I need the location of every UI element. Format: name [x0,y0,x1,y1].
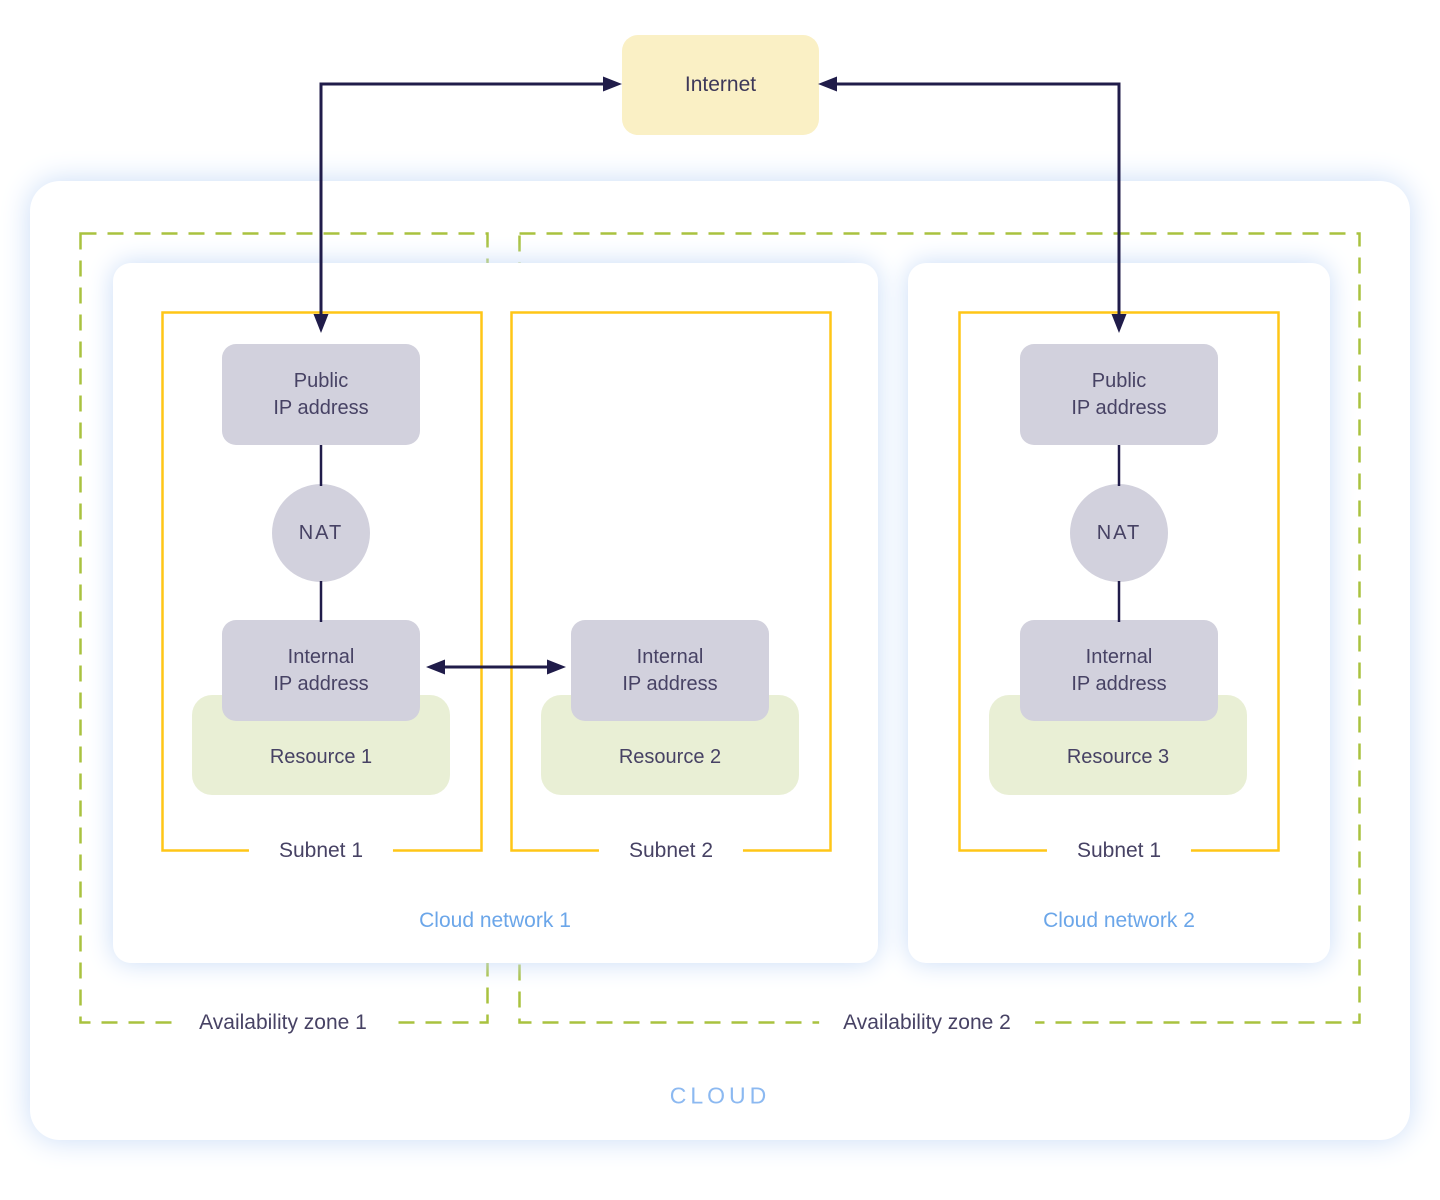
cloud-network-1-label: Cloud network 1 [419,909,571,932]
subnet-2-label: Subnet 2 [598,837,744,865]
nat-node-net2: NAT [1070,484,1168,582]
availability-zone-1-label: Availability zone 1 [175,1009,391,1037]
nat-label: NAT [298,521,344,544]
internal-ip-box-net2: Internal IP address [1020,620,1218,721]
resource-2-label: Resource 2 [618,746,722,768]
arrowhead-into-internet-left [603,76,622,92]
internal-ip-line1: Internal [287,645,355,668]
nat-node-net1: NAT [272,484,370,582]
nat-label: NAT [1096,521,1142,544]
cloud-network-2-label: Cloud network 2 [1043,909,1195,932]
internal-ip-line2: IP address [273,672,369,695]
cloud-label: CLOUD [669,1082,771,1109]
public-ip-line2: IP address [1071,396,1167,419]
internal-ip-line1: Internal [636,645,704,668]
public-ip-line1: Public [1091,369,1147,392]
internal-ip-line2: IP address [622,672,718,695]
subnet-1-label: Subnet 1 [248,837,394,865]
internet-box: Internet [622,35,819,135]
resource-3-label: Resource 3 [1066,746,1170,768]
availability-zone-2-label: Availability zone 2 [819,1009,1035,1037]
internet-label: Internet [684,73,757,96]
resource-1-label: Resource 1 [269,746,373,768]
internal-ip-line2: IP address [1071,672,1167,695]
internal-ip-box-subnet2: Internal IP address [571,620,769,721]
public-ip-line2: IP address [273,396,369,419]
public-ip-box-net2: Public IP address [1020,344,1218,445]
subnet-3-label: Subnet 1 [1046,837,1192,865]
arrowhead-into-internet-right [818,76,837,92]
public-ip-line1: Public [293,369,349,392]
internal-ip-line1: Internal [1085,645,1153,668]
public-ip-box-net1: Public IP address [222,344,420,445]
internal-ip-box-subnet1: Internal IP address [222,620,420,721]
